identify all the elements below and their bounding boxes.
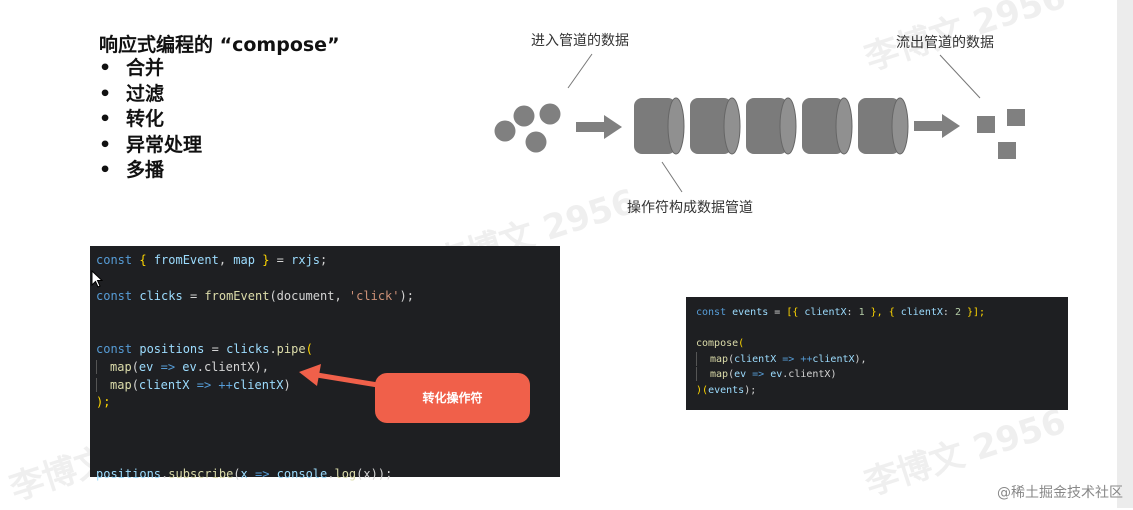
data-circle [525, 131, 547, 153]
site-watermark: @稀土掘金技术社区 [997, 485, 1123, 501]
bullet-item: • 多播 [99, 158, 202, 184]
code-line: ); [96, 395, 111, 410]
bullet-text: 合并 [126, 57, 165, 79]
arrow-into-pipe [576, 115, 622, 139]
data-circle [513, 105, 535, 127]
data-circle [539, 103, 561, 125]
pipe-segment [802, 97, 853, 155]
code-line: const events = [{ clientX: 1 }, { client… [696, 307, 986, 318]
bullet-item: • 异常处理 [99, 133, 202, 159]
bullet-dot: • [99, 159, 112, 181]
data-square [1007, 109, 1025, 126]
callout-line-pipe [661, 161, 683, 193]
code-line: const positions = clicks.pipe( [96, 341, 313, 356]
bullet-text: 异常处理 [126, 133, 203, 156]
pipe-segment [634, 97, 685, 155]
code-line: positions.subscribe(x => console.log(x))… [96, 466, 393, 481]
code-line: const { fromEvent, map } = rxjs; [96, 253, 328, 267]
data-circle [494, 120, 516, 142]
code-line: const clicks = fromEvent(document, 'clic… [96, 288, 414, 303]
code-block-rxjs: const { fromEvent, map } = rxjs; const cl… [90, 246, 560, 481]
input-data-circles [494, 103, 561, 153]
bullet-dot: • [99, 108, 112, 130]
bullet-dot: • [99, 82, 112, 105]
code-line: )(events); [696, 384, 757, 396]
callout-line-input [567, 53, 593, 89]
slide-title: 响应式编程的 “compose” [99, 34, 340, 56]
bullet-text: 转化 [126, 108, 165, 130]
pipe-segments [634, 97, 909, 155]
bullet-item: • 过滤 [99, 82, 202, 108]
bullet-text: 多播 [126, 159, 165, 181]
data-square [998, 142, 1016, 159]
output-data-squares [977, 109, 1025, 159]
code-block-compose: const events = [{ clientX: 1 }, { client… [686, 297, 1068, 410]
label-output-data: 流出管道的数据 [896, 35, 994, 51]
mouse-cursor-icon [91, 270, 103, 288]
bullet-text: 过滤 [126, 82, 165, 105]
code-line: map(ev => ev.clientX), [96, 359, 560, 377]
bullet-item: • 合并 [99, 56, 202, 82]
callout-line-output [939, 54, 981, 99]
pipeline-diagram: 进入管道的数据 流出管道的数据 操作符构成数据管道 [494, 33, 1025, 216]
data-square [977, 116, 995, 133]
bullet-list: • 合并 • 过滤 • 转化 • 异常处理 • 多播 [99, 56, 202, 184]
code-line: map(clientX => ++clientX) [96, 377, 560, 395]
bullet-item: • 转化 [99, 107, 202, 133]
label-input-data: 进入管道的数据 [531, 33, 629, 49]
pipe-segment [858, 97, 909, 155]
bullet-dot: • [99, 133, 112, 156]
code-line: compose( [696, 338, 745, 349]
annotation-badge: 转化操作符 [375, 373, 530, 423]
pipe-segment [690, 97, 741, 155]
code-line: map(ev => ev.clientX) [696, 367, 1068, 383]
right-edge-strip [1117, 0, 1133, 508]
pipe-segment [746, 97, 797, 155]
code-line: map(clientX => ++clientX), [696, 351, 1068, 368]
arrow-out-of-pipe [914, 114, 960, 138]
bullet-dot: • [99, 57, 112, 79]
label-operator-pipe: 操作符构成数据管道 [627, 200, 753, 216]
